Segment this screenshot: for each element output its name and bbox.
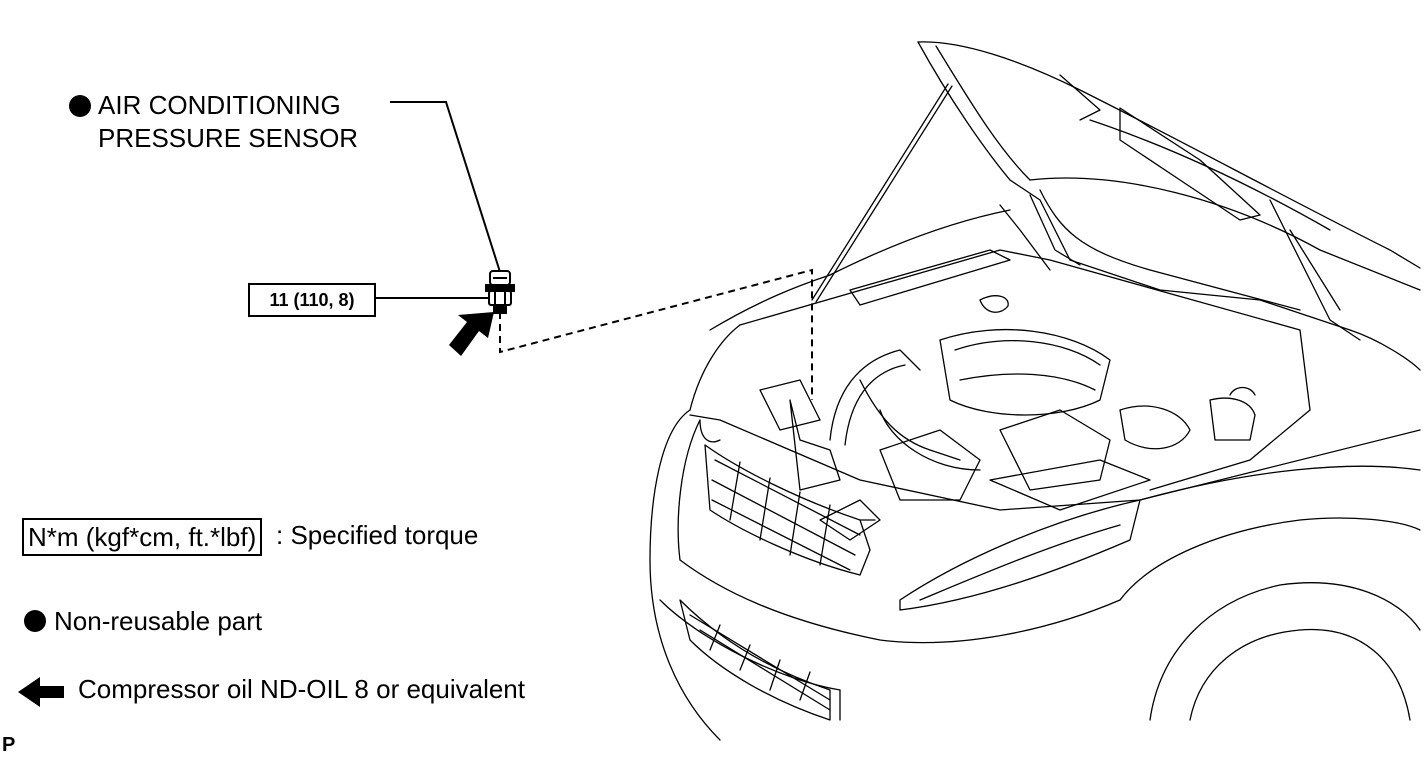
legend-oil-label: Compressor oil ND-OIL 8 or equivalent	[78, 674, 525, 704]
vehicle-front-drawing	[649, 41, 1421, 741]
non-reusable-legend-dot-icon	[24, 610, 46, 632]
pressure-sensor-icon	[485, 270, 515, 314]
legend-torque-unit-box: N*m (kgf*cm, ft.*lbf)	[22, 518, 263, 556]
part-name-line2: PRESSURE SENSOR	[98, 123, 359, 153]
figure-code: P	[2, 734, 16, 756]
non-reusable-dot-icon	[69, 95, 91, 117]
part-leader-line	[390, 101, 501, 273]
location-dashed-line	[499, 268, 813, 400]
legend-nonreusable-label: Non-reusable part	[54, 606, 263, 636]
compressor-oil-arrow-icon	[449, 312, 494, 356]
part-name-line1: AIR CONDITIONING	[98, 90, 341, 120]
oil-legend-arrow-icon	[18, 677, 64, 707]
legend-torque-label: : Specified torque	[276, 520, 479, 550]
torque-spec-box: 11 (110, 8)	[248, 283, 376, 317]
